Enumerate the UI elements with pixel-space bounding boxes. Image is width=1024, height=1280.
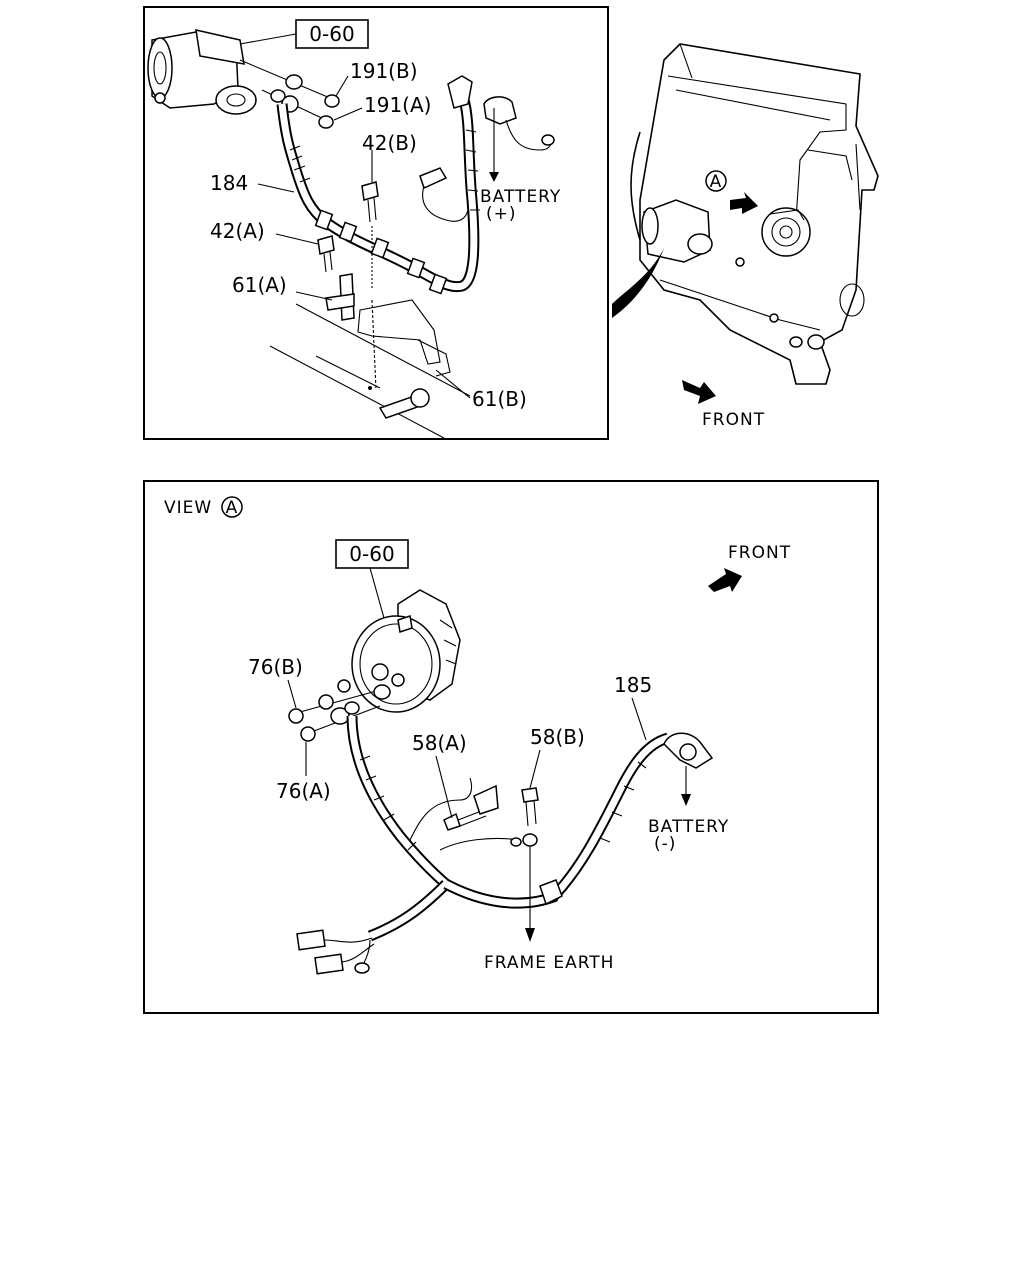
starter-motor <box>147 29 257 115</box>
label-58b: 58(B) <box>530 725 585 749</box>
label-76b: 76(B) <box>248 655 303 679</box>
bolt-42a <box>317 235 335 273</box>
bottom-panel: VIEW A FRONT <box>143 480 879 1014</box>
battery-cable-185 <box>539 732 714 906</box>
front-label-bottom: FRONT <box>728 543 791 563</box>
alternator <box>351 589 461 713</box>
label-battery-negative-sign: (-) <box>654 834 676 854</box>
label-battery-positive-sign: (+) <box>486 204 517 224</box>
frame-rail <box>269 303 471 439</box>
ref-box-top-text: 0-60 <box>309 22 354 46</box>
view-title-marker: A <box>226 498 239 518</box>
bolt-58a <box>443 784 499 831</box>
label-battery-positive: BATTERY <box>480 187 561 207</box>
bolt-42b <box>361 181 379 290</box>
ref-box-bottom: 0-60 <box>335 539 409 569</box>
leader-lines-bottom <box>287 567 647 819</box>
label-42b: 42(B) <box>362 131 417 155</box>
label-frame-earth: FRAME EARTH <box>484 953 614 973</box>
label-58a: 58(A) <box>412 731 467 755</box>
top-panel: 0-60 191(B) 191(A) 42(B) 184 42(A) 61(A)… <box>143 6 609 440</box>
label-61a: 61(A) <box>232 273 287 297</box>
nut-76 <box>288 673 405 742</box>
leader-lines-top <box>239 33 499 399</box>
engine-overview: A FRONT <box>612 43 879 430</box>
wiring-harness-alternator <box>296 715 558 975</box>
label-42a: 42(A) <box>210 219 265 243</box>
label-191b: 191(B) <box>350 59 418 83</box>
wiring-harness-184 <box>276 75 555 295</box>
label-185: 185 <box>614 673 652 697</box>
view-marker-top: A <box>710 172 723 192</box>
label-76a: 76(A) <box>276 779 331 803</box>
nut-191 <box>239 59 340 129</box>
label-191a: 191(A) <box>364 93 431 117</box>
front-label-top: FRONT <box>702 410 765 430</box>
label-61b: 61(B) <box>472 387 527 411</box>
ref-box-bottom-text: 0-60 <box>349 542 394 566</box>
label-184: 184 <box>210 171 248 195</box>
bolt-58b <box>521 787 539 942</box>
ref-box-top: 0-60 <box>295 19 369 49</box>
label-battery-negative: BATTERY <box>648 817 729 837</box>
bracket-61 <box>325 273 451 391</box>
view-title-prefix: VIEW <box>164 498 212 518</box>
